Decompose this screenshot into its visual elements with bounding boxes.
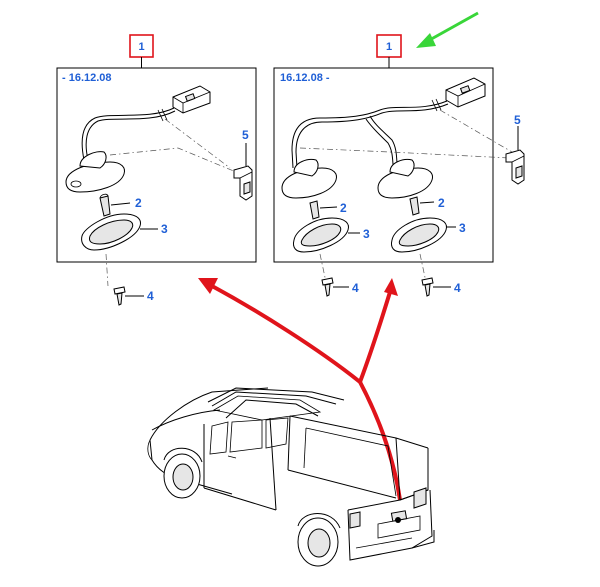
left-callout-2: 2 — [135, 196, 142, 210]
right-callout-4a: 4 — [352, 281, 359, 295]
left-panel-frame — [56, 67, 257, 263]
right-bulb-b — [409, 196, 420, 216]
left-assembly-panel: 1 - 16.12.08 2 — [56, 34, 257, 306]
right-callout-5: 5 — [514, 113, 521, 127]
right-wire-harness — [291, 100, 448, 169]
right-bracket — [505, 149, 525, 185]
right-callout-4b: 4 — [454, 281, 461, 295]
left-wire-harness — [81, 107, 175, 161]
right-panel-frame — [273, 67, 494, 263]
right-lamp-housing-b — [377, 159, 433, 199]
right-callout-3b: 3 — [459, 221, 466, 235]
left-lamp-housing — [65, 151, 125, 193]
left-assembly-number: 1 — [138, 41, 144, 53]
right-callout-2a: 2 — [340, 201, 347, 215]
right-lens-b — [391, 217, 447, 253]
right-lens-a — [293, 217, 349, 253]
pickup-truck-illustration — [147, 387, 435, 567]
right-callout-3a: 3 — [363, 227, 370, 241]
left-callout-3: 3 — [161, 222, 168, 236]
right-callout-2b: 2 — [438, 196, 445, 210]
left-lens — [81, 213, 141, 251]
right-assembly-number: 1 — [386, 41, 392, 53]
green-pointer-arrow — [416, 11, 479, 48]
left-bracket — [233, 165, 253, 201]
left-callout-5: 5 — [242, 128, 249, 142]
red-location-arrows — [198, 278, 402, 501]
left-date-label: - 16.12.08 — [62, 72, 112, 84]
left-bulb — [99, 193, 111, 217]
right-bulb-a — [309, 200, 320, 220]
left-callout-4: 4 — [147, 289, 154, 303]
right-screw-a — [321, 277, 334, 297]
right-date-label: 16.12.08 - — [280, 72, 330, 84]
right-harness-connector — [445, 77, 486, 108]
left-harness-connector — [172, 85, 211, 114]
left-screw — [113, 286, 126, 306]
right-assembly-panel: 1 16.12.08 - — [273, 11, 525, 297]
right-screw-b — [421, 277, 434, 297]
right-lamp-housing-a — [281, 159, 337, 199]
